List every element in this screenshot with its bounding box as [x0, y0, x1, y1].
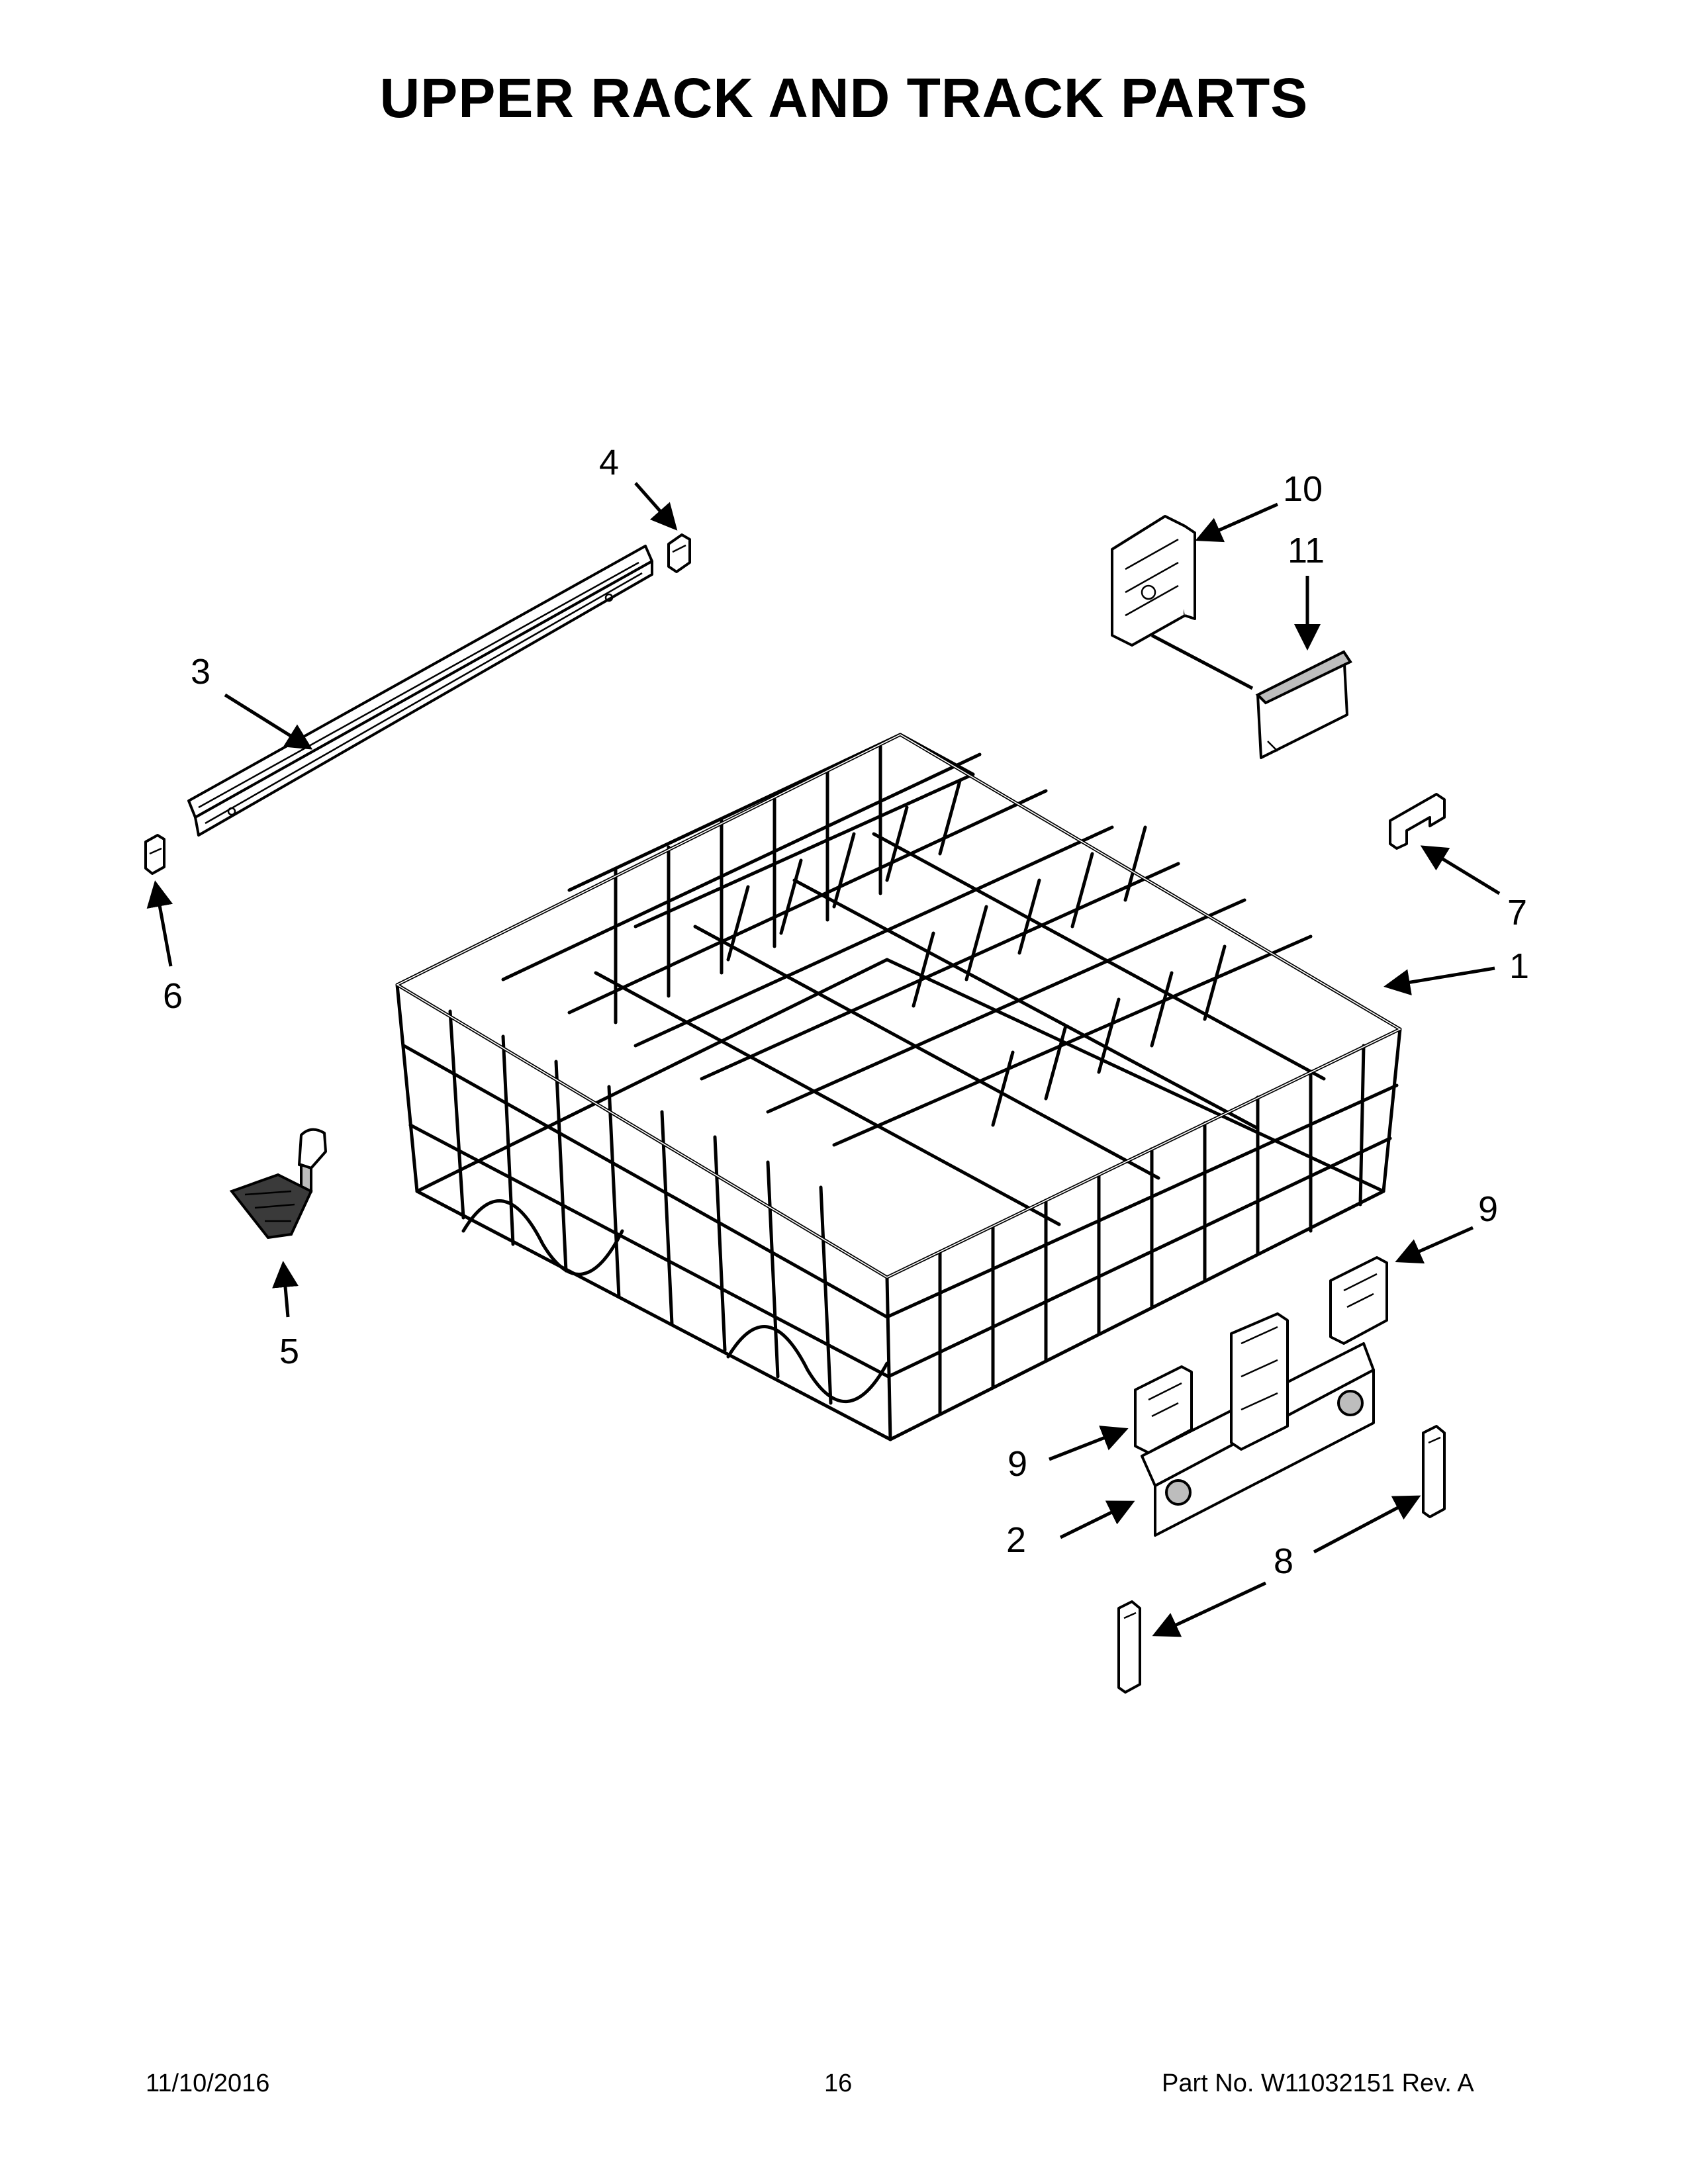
callout-1: 1: [1509, 946, 1530, 986]
callout-2: 2: [1006, 1520, 1027, 1560]
leader-lines: [146, 482, 1501, 1637]
callout-4: 4: [599, 443, 620, 482]
callout-6: 6: [163, 976, 183, 1016]
rack-clip: [1389, 793, 1446, 850]
footer-part-number: Part No. W11032151 Rev. A: [1162, 2070, 1474, 2097]
track-stop-rear: [667, 533, 691, 573]
callout-7: 7: [1507, 893, 1528, 933]
rack-adjuster-handle: [229, 1128, 327, 1240]
track-stop-right: [1422, 1425, 1446, 1518]
callout-10: 10: [1283, 469, 1323, 509]
adjuster-assembly: [1141, 1312, 1375, 1537]
stop-clip-lower: [1134, 1365, 1193, 1454]
callout-9-lower: 9: [1008, 1444, 1028, 1484]
callout-11: 11: [1288, 531, 1325, 570]
callout-8: 8: [1274, 1541, 1294, 1581]
upper-dishrack: [395, 733, 1402, 1441]
footer-page-number: 16: [824, 2070, 853, 2097]
adjuster-bracket: [1111, 515, 1196, 647]
rack-track-rail: [187, 545, 653, 837]
footer-date: 11/10/2016: [146, 2070, 270, 2097]
track-stop-left: [1117, 1600, 1141, 1694]
adjuster-cover: [1255, 650, 1352, 759]
callout-5: 5: [279, 1332, 300, 1371]
stop-clip-upper: [1329, 1256, 1388, 1345]
callout-3: 3: [191, 652, 211, 692]
page-title: UPPER RACK AND TRACK PARTS: [379, 67, 1309, 129]
callout-9-upper: 9: [1478, 1189, 1499, 1229]
track-stop-front: [144, 834, 165, 875]
